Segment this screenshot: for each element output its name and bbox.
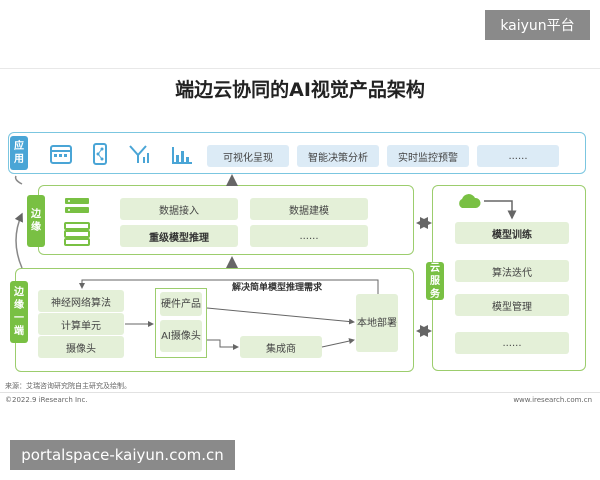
application-layer-tag: 应用: [10, 136, 28, 170]
cloud-service-tag: 云服务: [426, 262, 444, 300]
cloud-item-model-management: 模型管理: [455, 294, 569, 316]
edge-terminal-tag: 边缘一端: [10, 281, 28, 343]
phone-share-icon: [93, 143, 107, 165]
cloud-icon: [459, 194, 481, 208]
watermark-bottom: portalspace-kaiyun.com.cn: [10, 440, 235, 470]
demand-label: 解决简单模型推理需求: [232, 283, 323, 293]
watermark-top: kaiyun平台: [485, 10, 590, 40]
app-item-visualization: 可视化呈现: [207, 145, 289, 167]
hardware-product-box: 硬件产品: [160, 292, 202, 316]
cloud-item-algorithm-iteration: 算法迭代: [455, 260, 569, 282]
ai-camera-box: AI摄像头: [160, 320, 202, 352]
edge-item-more: ......: [250, 225, 368, 247]
edge-item-data-access: 数据接入: [120, 198, 238, 220]
source-note: 来源：艾瑞咨询研究院自主研究及绘制。: [5, 382, 131, 390]
app-item-monitoring-alert: 实时监控预警: [387, 145, 469, 167]
edge-item-heavy-inference: 重级模型推理: [120, 225, 238, 247]
figure-bottom-divider: [0, 392, 600, 393]
figure-frame: [0, 68, 600, 411]
edge-item-data-modeling: 数据建模: [250, 198, 368, 220]
bar-chart-icon: [172, 147, 192, 164]
copyright: ©2022.9 iResearch Inc.: [5, 396, 88, 404]
figure-title: 端边云协同的AI视觉产品架构: [175, 79, 425, 101]
app-item-decision-analysis: 智能决策分析: [297, 145, 379, 167]
app-item-more: ......: [477, 145, 559, 167]
terminal-item-neural-network: 神经网络算法: [38, 290, 124, 312]
cloud-item-model-training: 模型训练: [455, 222, 569, 244]
browser-window-icon: [50, 145, 72, 164]
site-url: www.iresearch.com.cn: [513, 396, 592, 404]
local-deploy-box: 本地部署: [356, 294, 398, 352]
terminal-item-compute-unit: 计算单元: [38, 313, 124, 335]
edge-layer-tag: 边缘: [27, 195, 45, 247]
database-stack-icon: [64, 222, 90, 246]
cloud-item-more: ......: [455, 332, 569, 354]
server-rack-icon: [65, 198, 89, 213]
signal-tower-icon: [129, 145, 149, 163]
terminal-item-camera: 摄像头: [38, 336, 124, 358]
integrator-box: 集成商: [240, 336, 322, 358]
